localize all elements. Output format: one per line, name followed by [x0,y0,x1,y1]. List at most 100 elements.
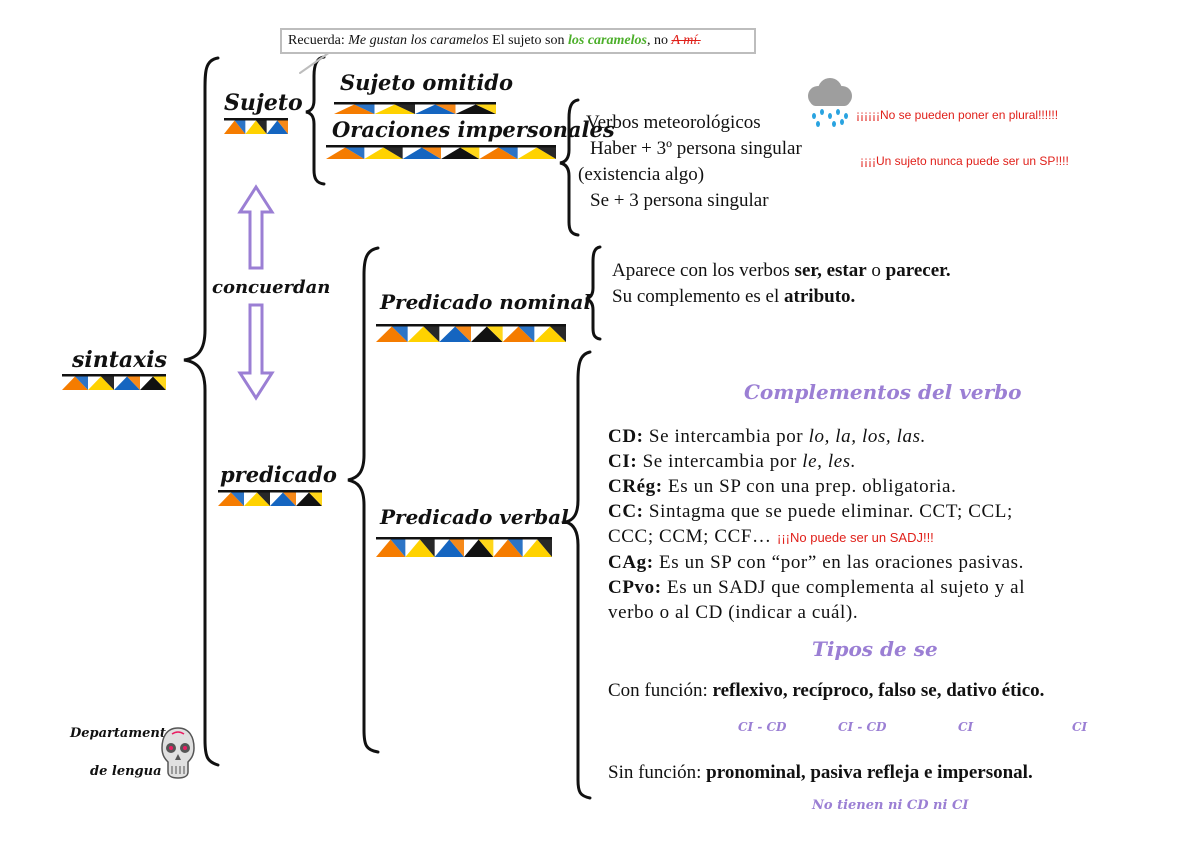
stripe-triangle [439,326,471,342]
sujeto-label: Sujeto [224,90,303,116]
stripe-triangle [75,376,88,390]
sujeto-stripe [224,118,288,134]
sujeto-brace [305,55,326,186]
stripe-triangle [434,539,464,557]
comp-cpvo-cont: verbo o al CD (indicar a cuál). [608,602,859,623]
double-arrow-icon [237,184,275,401]
predicado-nominal: Predicado nominal [380,290,592,314]
stripe-triangle [478,539,494,557]
note-pointer [299,51,331,74]
stripe-top-line [224,118,288,121]
note-example: Me gustan los caramelos [348,33,489,48]
sujeto-omitido: Sujeto omitido [340,70,513,95]
stripe-triangle [471,326,503,342]
comp-cag: CAg: Es un SP con “por” en las oraciones… [608,552,1024,573]
stripe-triangle [140,376,166,390]
stripe-triangle [402,147,441,159]
skull-icon [161,727,195,779]
stripe-triangle [502,326,535,342]
stripe-triangle [415,104,456,114]
stripe-triangle [114,376,140,390]
verb-estar: estar [826,260,867,281]
stripe-triangle [364,147,403,159]
stripe-triangle [518,326,535,342]
stripe-triangle [296,492,322,506]
stripe-triangle [383,147,403,159]
stripe-triangle [256,120,267,134]
stripe-triangle [127,376,140,390]
stripe-triangle [517,147,556,159]
stripe-triangle [536,147,556,159]
oraciones-impersonales: Oraciones impersonales [332,117,615,142]
stripe-triangle [391,326,408,342]
note-subject: los caramelos [567,33,647,48]
stripe-top-line [326,145,556,148]
stripe-triangle [334,104,375,114]
root-label: sintaxis [72,347,168,373]
stripe-triangle [493,539,523,557]
nominal-line-1: Aparece con los verbos ser, estar o pare… [612,260,951,281]
stripe-triangle [257,492,270,506]
stripe-triangle [435,104,456,114]
stripe-triangle [420,539,435,557]
departamento-line-1: Departamento [70,726,175,741]
stripe-triangle [376,539,406,557]
con-note-1: CI - CD [738,720,787,734]
stripe-top-line [376,324,566,327]
comp-cc: CC: Sintagma que se puede eliminar. CCT;… [608,501,1013,522]
stripe-triangle [88,376,114,390]
stripe-triangle [218,492,244,506]
stripe-triangle [245,120,267,134]
predicado-stripe [218,490,322,506]
stripe-triangle [101,376,114,390]
stripe-triangle [354,104,375,114]
stripe-triangle [475,104,496,114]
con-note-2: CI - CD [838,720,887,734]
predicado-brace [347,246,380,754]
sin-funcion: Sin función: pronominal, pasiva refleja … [608,762,1033,783]
impersonal-item-4: Se + 3 persona singular [590,190,769,211]
impersonal-item-3: (existencia algo) [578,164,705,185]
stripe-triangle [441,147,480,159]
nominal-stripe [376,324,566,342]
complementos-list: CD: Se intercambia por lo, la, los, las.… [608,424,1025,625]
complementos-title: Complementos del verbo [744,380,1022,404]
con-funcion: Con función: reflexivo, recíproco, falso… [608,680,1045,701]
stripe-triangle [270,492,296,506]
stripe-triangle [407,326,440,342]
stripe-triangle [464,539,494,557]
stripe-triangle [62,376,88,390]
stripe-triangle [231,492,244,506]
stripe-triangle [374,104,415,114]
note-sep: , no [646,33,668,48]
stripe-triangle [345,147,365,159]
root-stripe [62,374,166,390]
stripe-triangle [153,376,166,390]
stripe-triangle [455,104,496,114]
stripe-top-line [376,537,552,540]
stripe-triangle [522,539,552,557]
stripe-triangle [326,147,365,159]
stripe-triangle [390,539,406,557]
note-middle: El sujeto son [492,33,565,48]
verbal-stripe [376,537,552,557]
atributo: atributo. [784,286,856,307]
verb-ser: ser, [794,260,822,281]
impersonales-brace [559,98,580,237]
warning-sp: ¡¡¡¡Un sujeto nunca puede ser un SP!!!! [860,154,1069,168]
impersonal-item-2: Haber + 3º persona singular [590,138,802,159]
stripe-triangle [394,104,415,114]
rain-cloud-icon [808,78,852,127]
stripe-triangle [309,492,322,506]
stripe-triangle [479,147,518,159]
con-note-4: CI [1072,720,1088,734]
comp-cd: CD: Se intercambia por lo, la, los, las. [608,426,926,447]
comp-cc-cont: CCC; CCM; CCF… ¡¡¡No puede ser un SADJ!!… [608,526,934,547]
concuerdan-label: concuerdan [212,277,331,298]
note-prefix: Recuerda: [288,33,345,48]
stripe-triangle [455,326,471,342]
stripe-triangle [537,539,552,557]
note-wrong: A mí. [671,33,701,48]
comp-cpvo: CPvo: Es un SADJ que complementa al suje… [608,577,1026,598]
stripe-triangle [423,326,440,342]
